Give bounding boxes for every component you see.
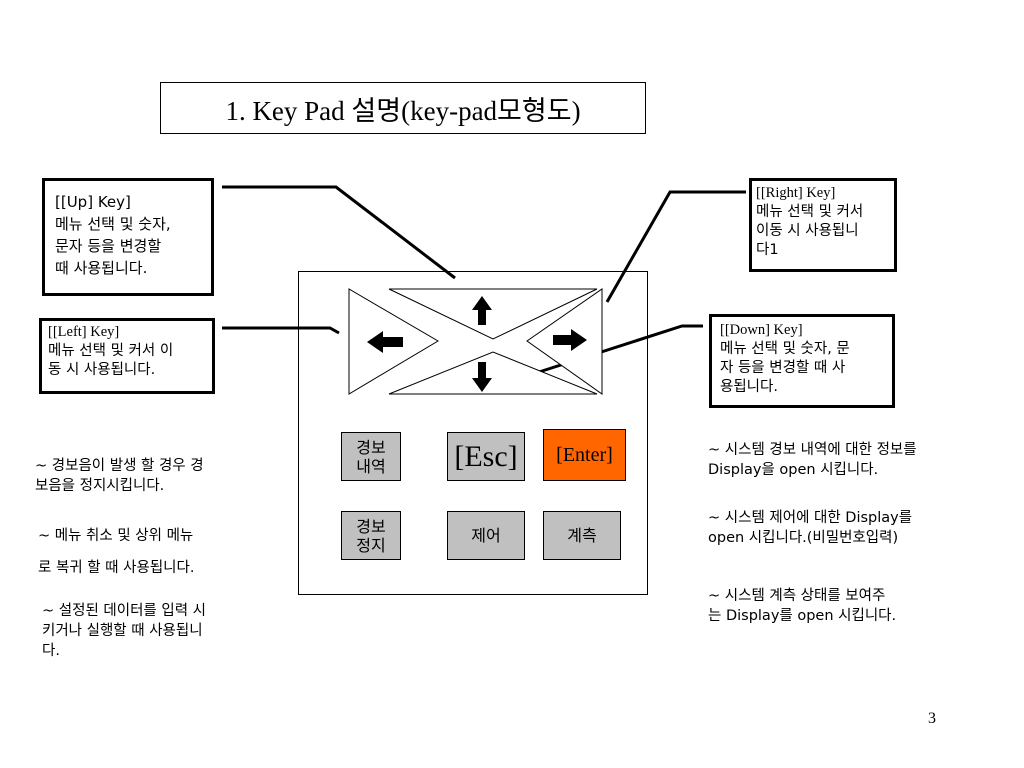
callout-line: 동 시 사용됩니다. <box>48 362 156 378</box>
description-line: 는 Display를 open 시킵니다. <box>708 608 897 624</box>
down-key <box>388 351 598 395</box>
page-title: 1. Key Pad 설명(key-pad모형도) <box>160 82 646 134</box>
measure-key-description: ~ 시스템 계측 상태를 보여주 는 Display를 open 시킵니다. <box>708 586 896 626</box>
measure-key[interactable]: 계측 <box>543 511 621 560</box>
key-label: [Enter] <box>556 443 613 466</box>
alarm-history-description: ~ 경보음이 발생 할 경우 경 보음을 정지시킵니다. <box>35 456 204 496</box>
description-line: ~ 경보음이 발생 할 경우 경 <box>35 458 204 474</box>
esc-description: ~ 메뉴 취소 및 상위 메뉴 로 복귀 할 때 사용됩니다. <box>38 520 194 584</box>
key-label: 경보 <box>356 437 386 457</box>
callout-line: 용됩니다. <box>720 379 778 395</box>
control-key[interactable]: 제어 <box>447 511 525 560</box>
description-line: ~ 시스템 제어에 대한 Display를 <box>708 510 913 526</box>
description-line: 보음을 정지시킵니다. <box>35 478 165 494</box>
callout-line: 메뉴 선택 및 숫자, 문 <box>720 341 850 357</box>
up-leader-line <box>222 185 456 280</box>
description-line: ~ 시스템 계측 상태를 보여주 <box>708 588 886 604</box>
enter-key[interactable]: [Enter] <box>543 429 626 481</box>
callout-line: 메뉴 선택 및 커서 이 <box>48 343 174 359</box>
description-line: 다. <box>42 643 60 659</box>
key-label: [Esc] <box>454 439 518 473</box>
description-line: 로 복귀 할 때 사용됩니다. <box>38 560 195 576</box>
key-label: 정지 <box>356 535 386 555</box>
callout-heading: [[Down] Key] <box>720 322 803 338</box>
description-line: open 시킵니다.(비밀번호입력) <box>708 530 899 546</box>
page-number: 3 <box>928 710 936 727</box>
callout-line: 때 사용됩니다. <box>55 259 148 277</box>
description-line: ~ 설정된 데이터를 입력 시 <box>42 603 206 619</box>
callout-line: 메뉴 선택 및 커서 <box>756 204 864 220</box>
description-line: ~ 시스템 경보 내역에 대한 정보를 <box>708 442 917 458</box>
description-line: Display을 open 시킵니다. <box>708 462 879 478</box>
description-line: ~ 메뉴 취소 및 상위 메뉴 <box>38 528 194 544</box>
enter-description: ~ 설정된 데이터를 입력 시 키거나 실행할 때 사용됩니 다. <box>42 601 206 661</box>
key-label: 계측 <box>567 526 597 545</box>
control-key-description: ~ 시스템 제어에 대한 Display를 open 시킵니다.(비밀번호입력) <box>708 508 912 548</box>
alarm-history-key-description: ~ 시스템 경보 내역에 대한 정보를 Display을 open 시킵니다. <box>708 440 917 480</box>
callout-line: 문자 등을 변경할 <box>55 237 162 255</box>
esc-key[interactable]: [Esc] <box>447 432 525 481</box>
key-label: 경보 <box>356 516 386 536</box>
up-key <box>388 288 598 340</box>
down-key-callout: [[Down] Key] 메뉴 선택 및 숫자, 문 자 등을 변경할 때 사 … <box>709 314 895 408</box>
left-key-callout: [[Left] Key] 메뉴 선택 및 커서 이 동 시 사용됩니다. <box>39 318 215 394</box>
key-label: 내역 <box>356 456 386 476</box>
callout-line: 메뉴 선택 및 숫자, <box>55 215 171 233</box>
description-line: 키거나 실행할 때 사용됩니 <box>42 623 203 639</box>
callout-line: 자 등을 변경할 때 사 <box>720 360 846 376</box>
up-key-callout: [[Up] Key] 메뉴 선택 및 숫자, 문자 등을 변경할 때 사용됩니다… <box>42 178 214 296</box>
key-label: 제어 <box>471 526 501 545</box>
callout-heading: [[Left] Key] <box>48 324 120 340</box>
callout-heading: [[Up] Key] <box>55 193 131 211</box>
right-key-callout: [[Right] Key] 메뉴 선택 및 커서 이동 시 사용됩니 다1 <box>749 178 897 272</box>
callout-line: 이동 시 사용됩니 <box>756 223 859 239</box>
callout-heading: [[Right] Key] <box>756 185 836 201</box>
callout-line: 다1 <box>756 242 779 258</box>
